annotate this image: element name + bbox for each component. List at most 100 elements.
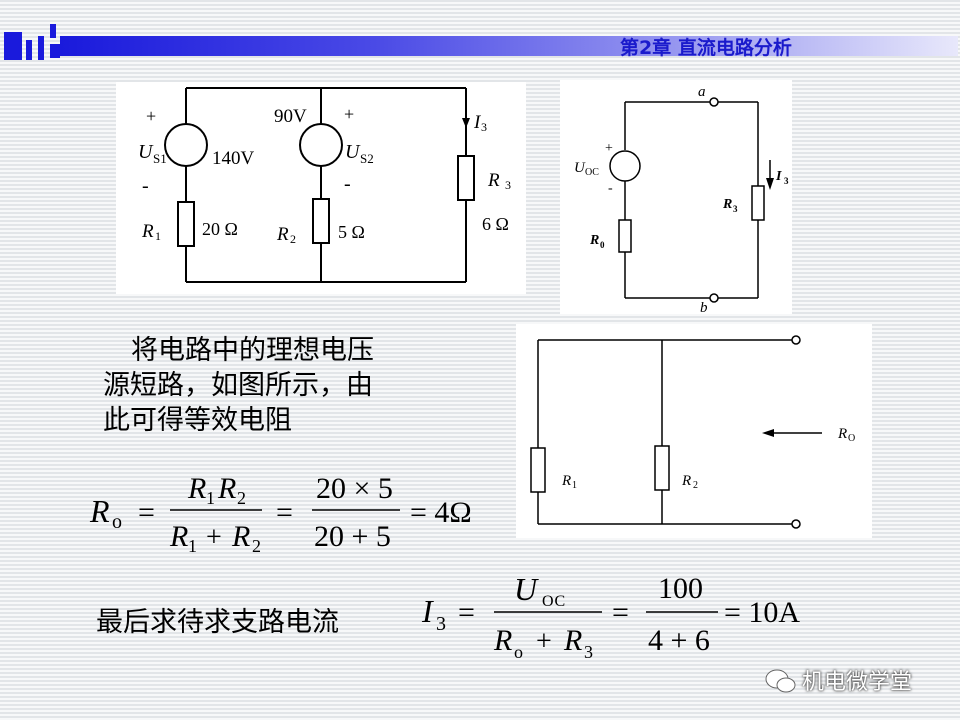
i3-sub: 3 (784, 176, 789, 186)
r2-label: R (681, 473, 691, 489)
eq1-eq: = (138, 496, 155, 529)
r3-label: R (487, 170, 500, 191)
eq2-den-ro: R (493, 624, 512, 657)
us2-minus: - (344, 173, 351, 195)
eq1-den-r2: R (231, 520, 250, 553)
paragraph-line-2: 源短路，如图所示，由 (103, 370, 373, 401)
eq1-den2: 20 + 5 (314, 520, 391, 553)
eq2-eq2: = (612, 596, 629, 629)
paragraph-line-1: 将电路中的理想电压 (131, 335, 374, 366)
eq1-num-r1-sub: 1 (206, 488, 215, 508)
eq2-den-r3-sub: 3 (584, 642, 593, 662)
uoc-sub: OC (585, 167, 599, 178)
equivalent-resistance-equation: R o = R 1 R 2 R 1 + R 2 = 20 × 5 20 + 5 … (89, 472, 472, 556)
r3-label: R (722, 197, 732, 212)
r0-sub: 0 (600, 240, 605, 250)
us2-value: 90V (274, 106, 307, 127)
resistance-circuit-diagram: R 1 R 2 R O (516, 324, 872, 538)
r1-sub: 1 (155, 229, 161, 243)
main-circuit-diagram: + U S1 140V - R 1 20 Ω 90V + U S2 - R 2 … (116, 82, 526, 294)
r1-label: R (141, 221, 154, 242)
eq1-den-plus: + (206, 522, 222, 553)
eq1-num2: 20 × 5 (316, 472, 393, 505)
watermark-text: 机电微学堂 (802, 670, 913, 695)
node-b-terminal (709, 293, 719, 303)
eq2-num2: 100 (658, 572, 703, 605)
r0-resistor-symbol (618, 219, 632, 253)
node-a-label: a (698, 84, 706, 100)
r1-label: R (561, 473, 571, 489)
eq1-den-r1: R (169, 520, 188, 553)
us1-minus: - (142, 175, 149, 197)
uoc-label: U (574, 160, 586, 176)
eq1-lhs-sub: o (112, 511, 122, 533)
node-a-terminal (709, 97, 719, 107)
i3-arrow (462, 118, 470, 128)
eq1-num-r1: R (187, 472, 206, 505)
eq2-result: = 10A (724, 596, 800, 629)
us2-sub: S2 (360, 151, 374, 166)
eq2-lhs-sub: 3 (436, 613, 446, 635)
r1-value: 20 Ω (202, 219, 238, 239)
paragraph-line-3: 此可得等效电阻 (103, 405, 292, 436)
chapter-title: 第2章 直流电路分析 (620, 37, 792, 59)
r3-resistor-symbol (457, 155, 475, 201)
ro-sub: O (848, 433, 855, 444)
us1-source-symbol (164, 123, 208, 167)
ro-label: R (837, 426, 847, 442)
header-square-5 (50, 44, 60, 58)
r2-sub: 2 (693, 480, 698, 491)
r3-resistor-symbol (751, 185, 765, 221)
r2-label: R (276, 224, 289, 245)
us2-plus: + (344, 104, 354, 124)
r2-resistor-symbol (312, 198, 330, 244)
eq1-num-r2-sub: 2 (237, 488, 246, 508)
final-label: 最后求待求支路电流 (96, 607, 339, 638)
explanation-paragraph: 将电路中的理想电压 源短路，如图所示，由 此可得等效电阻 (103, 333, 433, 438)
branch-current-equation: I 3 = U OC R o + R 3 = 100 4 + 6 = 10A (421, 571, 800, 662)
r2-resistor-symbol (654, 445, 670, 491)
uoc-source-symbol (609, 150, 641, 182)
us1-plus: + (146, 106, 156, 126)
i3-arrow (766, 178, 774, 190)
eq1-num-r2: R (217, 472, 236, 505)
bottom-terminal (791, 519, 801, 529)
eq2-den2: 4 + 6 (648, 624, 710, 657)
i3-sub: 3 (481, 120, 487, 134)
eq2-lhs: I (421, 593, 434, 629)
us2-source-symbol (299, 123, 343, 167)
eq1-eq2: = (276, 496, 293, 529)
eq2-den-r3: R (563, 624, 582, 657)
top-terminal (791, 335, 801, 345)
eq1-lhs: R (89, 493, 110, 529)
eq1-den-r1-sub: 1 (188, 536, 197, 556)
uoc-plus: + (605, 141, 613, 156)
eq2-num: U (514, 571, 539, 607)
r0-label: R (589, 233, 599, 248)
i3-label: I (775, 169, 782, 184)
r3-sub: 3 (505, 178, 511, 192)
header-bar (60, 36, 958, 56)
us2-label: U (345, 141, 361, 163)
eq2-den-plus: + (536, 626, 552, 657)
r1-resistor-symbol (177, 201, 195, 247)
wechat-logo-icon (765, 669, 796, 693)
eq2-eq: = (458, 596, 475, 629)
ro-arrow (762, 429, 774, 437)
us1-value: 140V (212, 148, 255, 169)
r3-value: 6 Ω (482, 214, 509, 234)
eq1-den-r2-sub: 2 (252, 536, 261, 556)
header-square-4 (50, 24, 56, 38)
header-square-1 (4, 32, 22, 60)
node-b-label: b (700, 300, 708, 314)
r3-sub: 3 (733, 204, 738, 214)
i3-label: I (473, 112, 482, 133)
uoc-minus: - (608, 181, 613, 196)
header-square-2 (26, 40, 32, 60)
us1-sub: S1 (153, 151, 167, 166)
r1-resistor-symbol (530, 447, 546, 493)
us1-label: U (138, 141, 154, 163)
thevenin-circuit-diagram: + U OC - R 0 R 3 I 3 a b (560, 80, 792, 314)
eq1-result: = 4Ω (410, 496, 472, 529)
r1-sub: 1 (572, 480, 577, 491)
